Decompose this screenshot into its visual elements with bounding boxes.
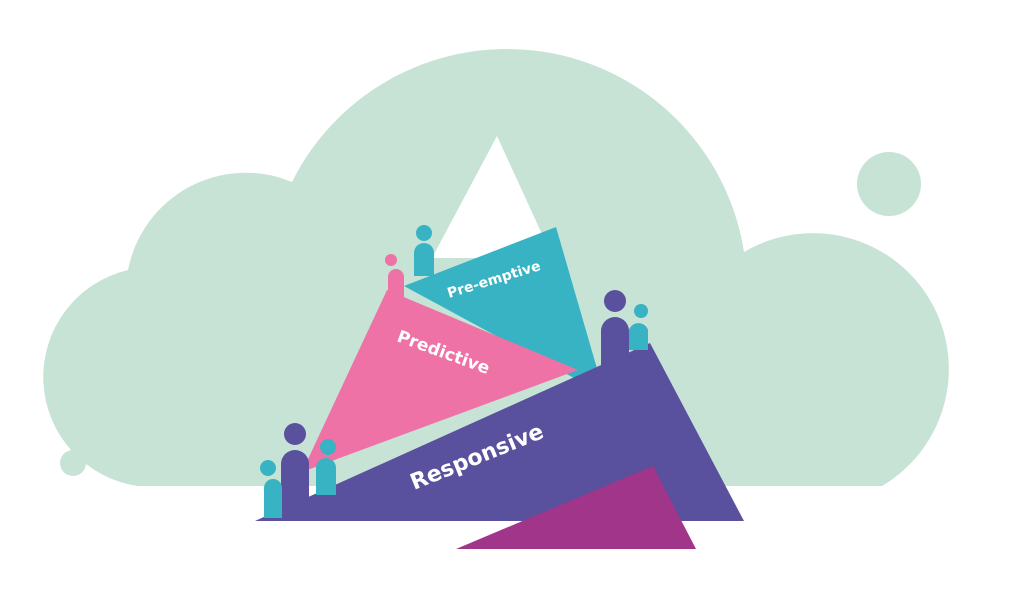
- person-icon: [414, 225, 434, 276]
- person-icon: [629, 304, 648, 350]
- small-bubble-right: [857, 152, 921, 216]
- small-bubble-left: [60, 450, 86, 476]
- base-accent: [456, 466, 696, 549]
- tier-pre-emptive: [404, 227, 598, 378]
- mountain-summit: [432, 136, 553, 258]
- person-icon: [601, 290, 629, 366]
- person-icon: [281, 423, 309, 512]
- tier-responsive: [255, 343, 744, 521]
- tier-predictive: [302, 290, 578, 472]
- person-icon: [385, 254, 404, 300]
- person-icon: [316, 439, 336, 495]
- person-icon: [260, 460, 282, 518]
